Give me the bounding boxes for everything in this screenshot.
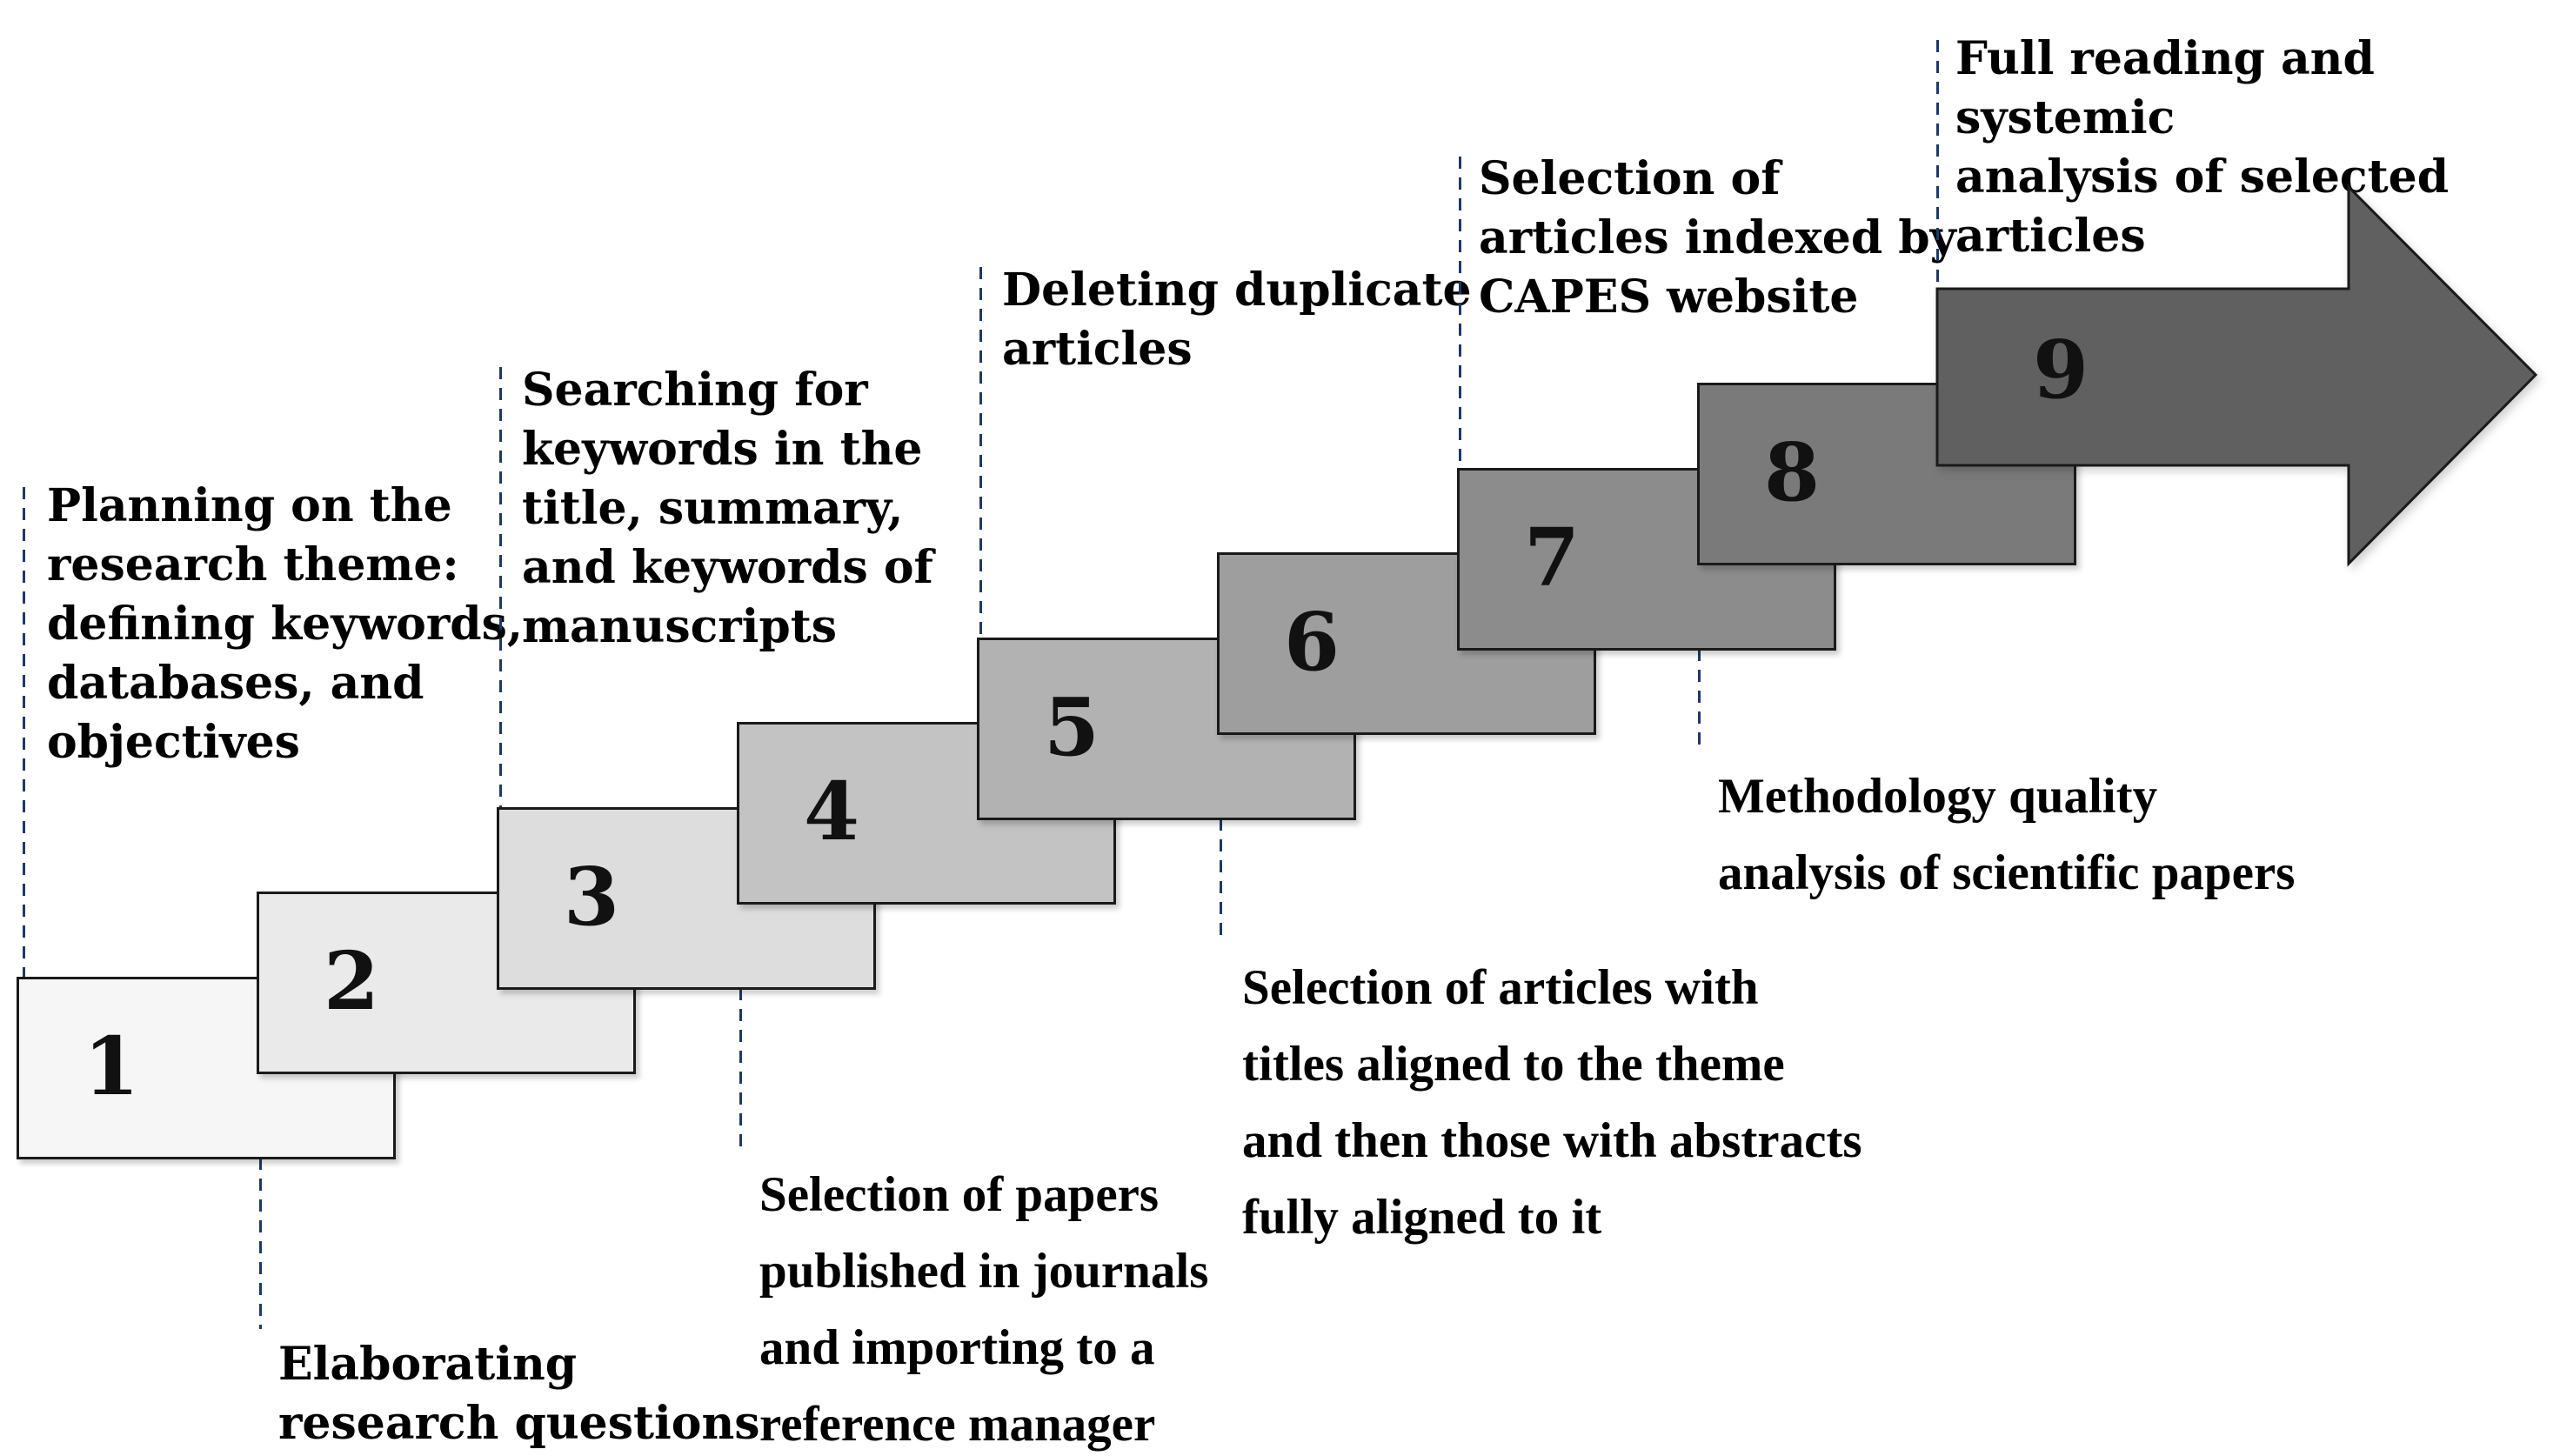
arrow-polygon xyxy=(1935,184,2538,567)
step-number-2: 2 xyxy=(323,934,380,1028)
connector-line-4 xyxy=(739,905,742,1150)
step-label-6: Selection of articles with titles aligne… xyxy=(1242,960,1862,1245)
step-number-6: 6 xyxy=(1283,595,1340,689)
step-label-3: Searching for keywords in the title, sum… xyxy=(522,364,933,653)
step-label-1: Planning on the research theme: defining… xyxy=(47,479,523,769)
connector-line-9 xyxy=(1936,40,1939,289)
step-label-8: Methodology quality analysis of scientif… xyxy=(1718,769,2296,900)
connector-line-3 xyxy=(499,367,502,807)
step-label-5: Deleting duplicate articles xyxy=(1002,264,1472,376)
connector-line-8 xyxy=(1698,565,1701,751)
step-number-7: 7 xyxy=(1523,511,1581,604)
step-label-2: Elaborating research questions xyxy=(278,1338,760,1450)
step-label-7: Selection of articles indexed by CAPES w… xyxy=(1479,152,1956,324)
step-label-4: Selection of papers published in journal… xyxy=(759,1167,1209,1452)
step-number-9: 9 xyxy=(2032,323,2089,417)
process-arrow-shape xyxy=(1935,184,2538,567)
step-number-4: 4 xyxy=(803,765,860,858)
step-number-8: 8 xyxy=(1763,425,1821,519)
step-number-3: 3 xyxy=(563,850,620,944)
connector-line-1 xyxy=(23,487,25,977)
connector-line-5 xyxy=(979,267,982,638)
step-number-5: 5 xyxy=(1043,680,1100,774)
step-label-9: Full reading and systemic analysis of se… xyxy=(1955,32,2450,263)
connector-line-7 xyxy=(1459,157,1461,468)
step-number-1: 1 xyxy=(83,1019,140,1113)
connector-line-2 xyxy=(259,1074,262,1329)
connector-line-6 xyxy=(1220,735,1222,943)
